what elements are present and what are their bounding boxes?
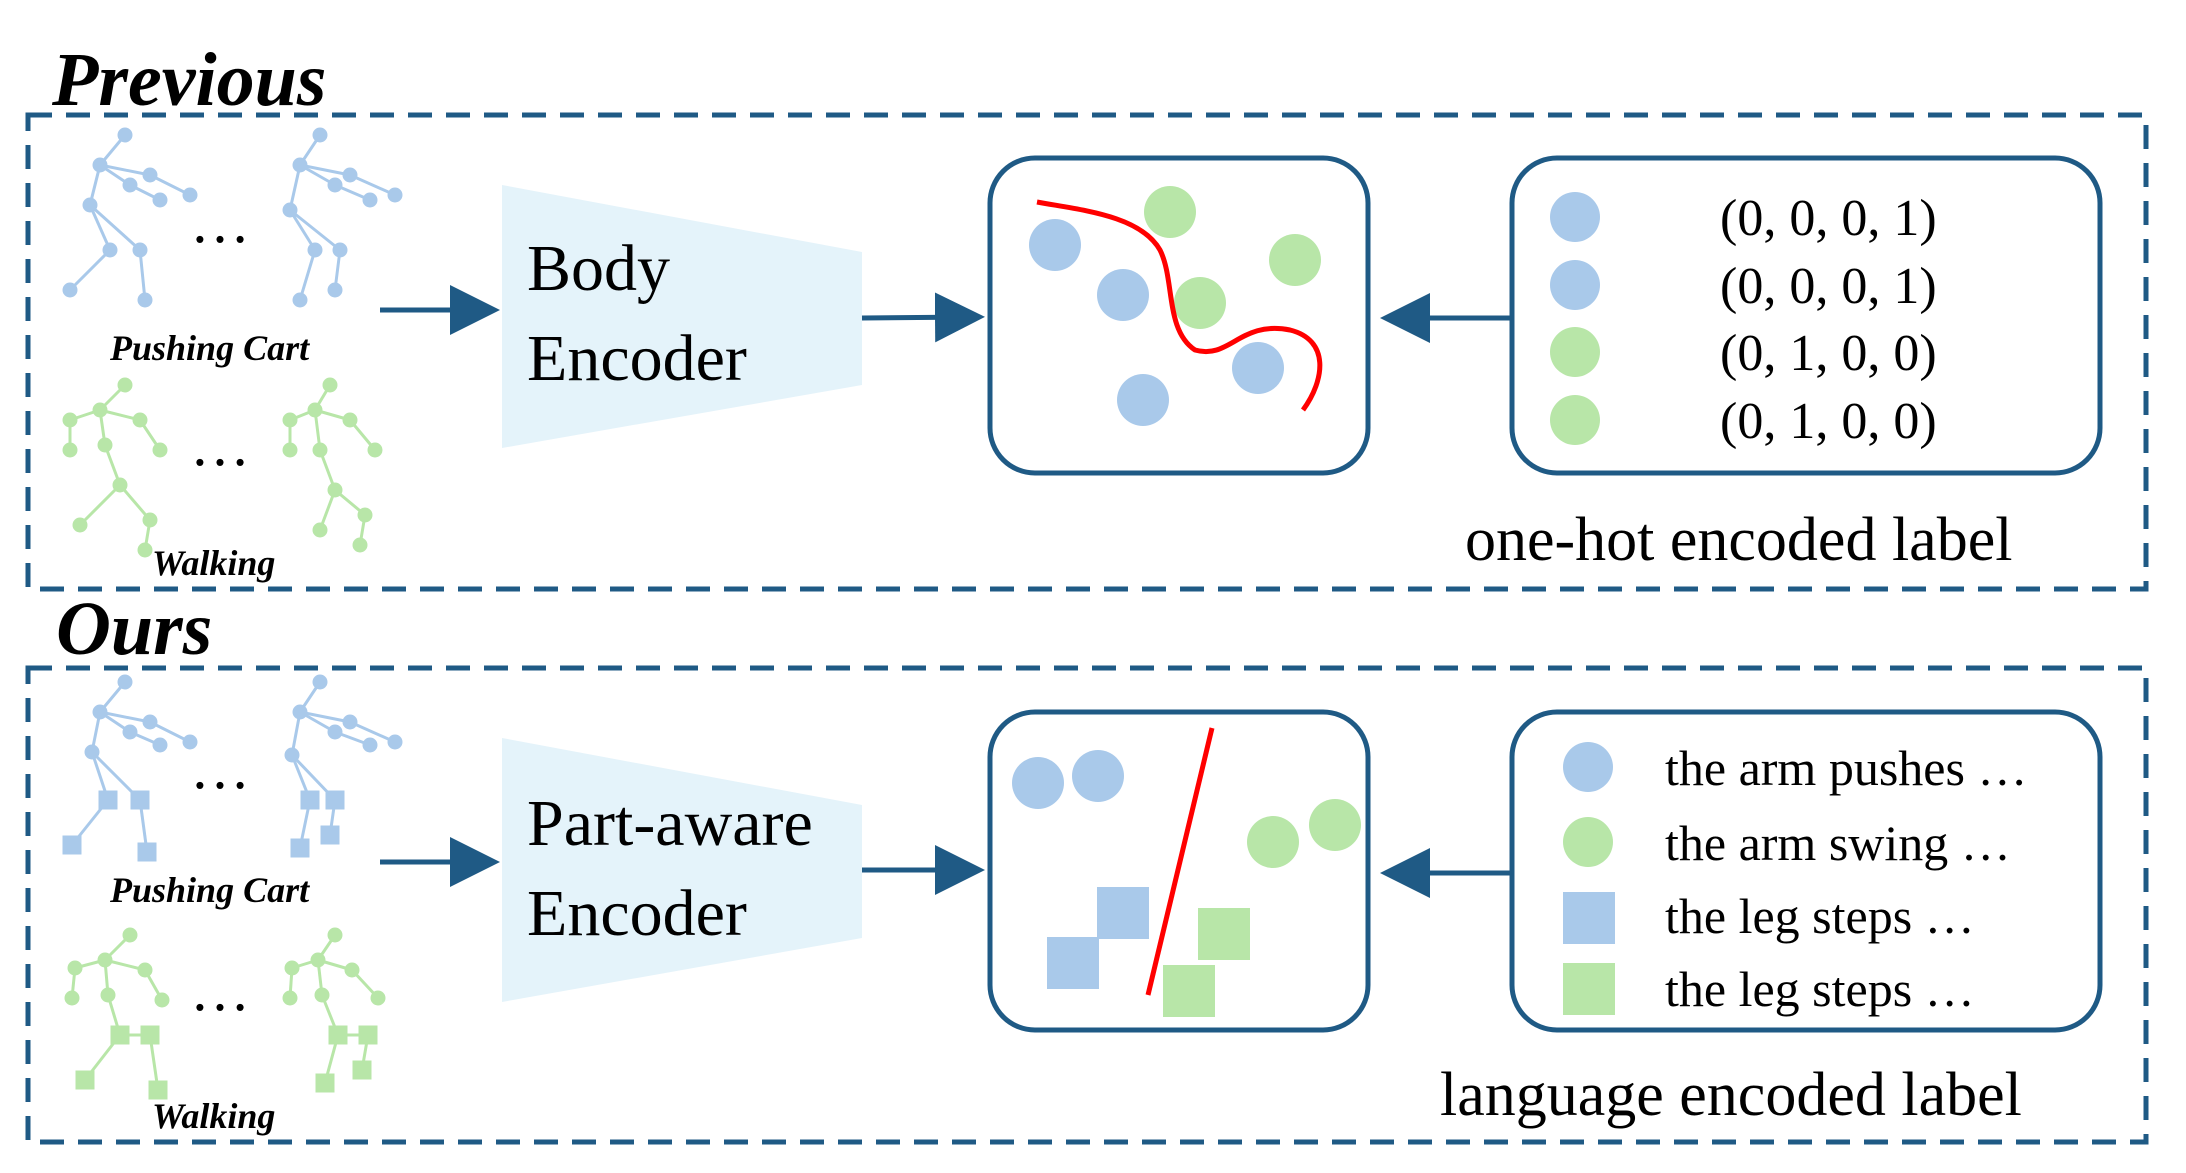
label-marker-green-square [1563,963,1615,1015]
ours-label-1: the arm pushes … [1665,740,2027,796]
ours-label-2: the arm swing … [1665,815,2011,871]
previous-label-caption: one-hot encoded label [1465,506,2012,574]
embedding-square-blue [1097,887,1149,939]
embedding-square-green [1163,965,1215,1017]
ours-caption-walking: Walking [152,1096,275,1136]
embedding-point-blue [1097,269,1149,321]
ours-label-list: the arm pushes … the arm swing … the leg… [1563,740,2027,1017]
ours-encoder-line1: Part-aware [527,787,813,860]
embedding-point-green [1309,799,1361,851]
previous-encoder-line2: Encoder [527,322,747,395]
previous-caption-pushing-cart: Pushing Cart [109,328,310,368]
ours-label-box [1509,709,2103,1033]
embedding-point-blue [1117,374,1169,426]
ours-embedding-points [1012,750,1361,1017]
embedding-point-blue [1012,757,1064,809]
ours-label-4: the leg steps … [1665,961,1975,1017]
label-marker-blue-circle [1550,192,1600,242]
embedding-point-blue [1232,342,1284,394]
previous-label-2: (0, 0, 0, 1) [1720,258,1937,315]
ours-ellipsis-top: … [190,735,250,801]
previous-pushing-cart-skeleton-icon-2 [282,127,403,308]
label-marker-green-circle [1550,327,1600,377]
previous-title: Previous [51,38,326,122]
ours-label-caption: language encoded label [1440,1061,2022,1129]
previous-decision-boundary [1036,199,1323,412]
previous-arrow-encoder-out [861,292,985,343]
ours-decision-boundary [1145,727,1215,996]
ours-encoder-shape [502,738,862,1002]
ours-caption-pushing-cart: Pushing Cart [109,870,310,910]
previous-encoder-shape [502,185,862,448]
ours-pushing-cart-skeleton-icon-1 [62,674,198,862]
previous-ellipsis-top: … [190,189,250,255]
previous-walking-skeleton-icon-1 [62,377,168,558]
embedding-point-blue [1072,750,1124,802]
embedding-point-green [1144,186,1196,238]
embedding-square-blue [1047,937,1099,989]
ours-ellipsis-bottom: … [190,957,250,1023]
label-marker-green-circle [1563,817,1613,867]
ours-label-3: the leg steps … [1665,888,1975,944]
previous-label-list: (0, 0, 0, 1) (0, 0, 0, 1) (0, 1, 0, 0) (… [1550,190,1937,450]
previous-label-4: (0, 1, 0, 0) [1720,393,1937,450]
embedding-point-green [1247,816,1299,868]
previous-label-3: (0, 1, 0, 0) [1720,325,1937,382]
label-marker-blue-circle [1550,260,1600,310]
previous-walking-skeleton-icon-2 [282,377,383,553]
embedding-point-green [1269,234,1321,286]
ours-walking-skeleton-icon-1 [64,927,170,1100]
embedding-point-blue [1029,219,1081,271]
ours-dashed-frame [25,665,2149,1145]
embedding-point-green [1174,277,1226,329]
ours-title: Ours [56,587,212,671]
label-marker-blue-circle [1563,742,1613,792]
ours-walking-skeleton-icon-2 [282,927,386,1093]
label-marker-green-circle [1550,395,1600,445]
embedding-square-green [1198,908,1250,960]
previous-caption-walking: Walking [152,543,275,583]
label-marker-blue-square [1563,892,1615,944]
previous-pushing-cart-skeleton-icon-1 [62,127,198,308]
previous-encoder-line1: Body [527,232,670,305]
ours-pushing-cart-skeleton-icon-2 [284,674,403,858]
ours-encoder-line2: Encoder [527,877,747,950]
previous-dashed-frame [25,112,2149,592]
previous-label-box [1509,155,2103,476]
previous-label-1: (0, 0, 0, 1) [1720,190,1937,247]
previous-embedding-points [1029,186,1321,426]
previous-ellipsis-bottom: … [190,412,250,478]
